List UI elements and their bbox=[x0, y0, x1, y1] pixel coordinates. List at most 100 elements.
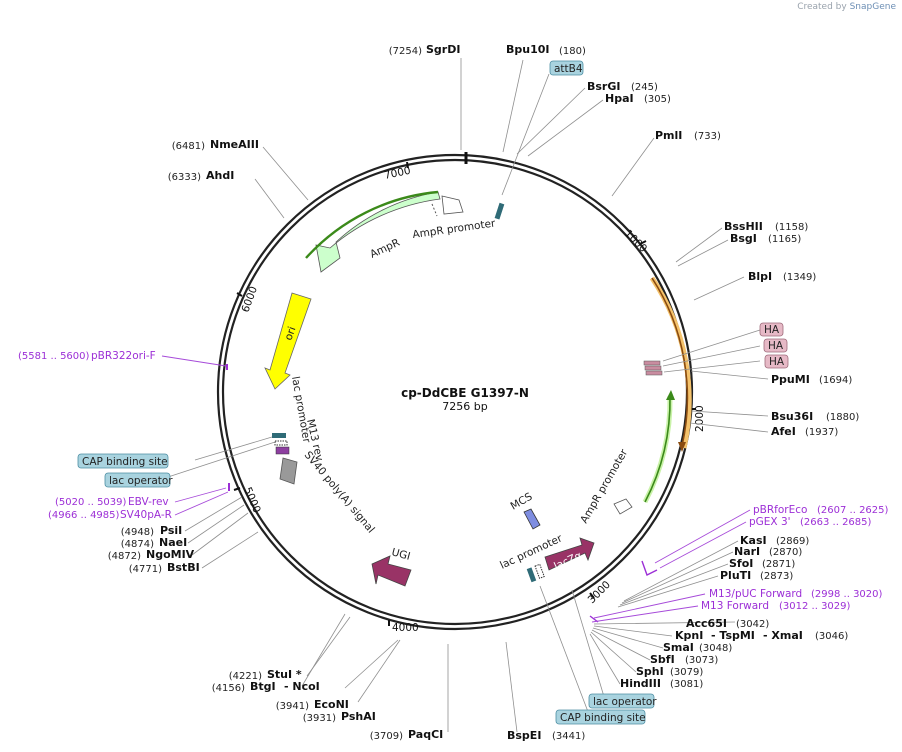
primer-m13-puc-forward: M13/pUC Forward bbox=[709, 588, 802, 600]
enzyme-smai-pos: (3048) bbox=[699, 643, 732, 654]
enzyme-blpi-pos: (1349) bbox=[783, 272, 816, 283]
primer-labels: (5581 .. 5600) pBR322ori-F (5020 .. 5039… bbox=[18, 350, 889, 612]
primer-pbr322ori-pos: (5581 .. 5600) bbox=[18, 351, 90, 362]
enzyme-nari: NarI bbox=[734, 545, 760, 558]
enzyme-acc65i: Acc65I bbox=[686, 617, 727, 630]
enzyme-hindiii-pos: (3081) bbox=[670, 679, 703, 690]
box-lac-operator-bottom: lac operator bbox=[593, 696, 657, 708]
enzyme-hindiii: HindIII bbox=[620, 677, 661, 690]
primer-sv40pa-r-pos: (4966 .. 4985) bbox=[48, 510, 120, 521]
enzyme-afei: AfeI bbox=[771, 425, 796, 438]
enzyme-bstbi-pos: (4771) bbox=[129, 564, 162, 575]
enzyme-ncoi: - NcoI bbox=[284, 680, 320, 693]
enzyme-sbfi: SbfI bbox=[650, 653, 675, 666]
primer-pbrforeco: pBRforEco bbox=[753, 504, 807, 516]
sv40-label: SV40 poly(A) signal bbox=[302, 449, 377, 535]
ha-marker-1 bbox=[643, 360, 661, 366]
primer-pbr322ori: pBR322ori-F bbox=[91, 350, 156, 362]
enzyme-pshai-pos: (3931) bbox=[303, 713, 336, 724]
plasmid-name: cp-DdCBE G1397-N bbox=[401, 386, 529, 400]
enzyme-naei: NaeI bbox=[159, 536, 187, 549]
backbone-outer bbox=[216, 153, 694, 631]
orange-orf-arrowhead bbox=[678, 442, 686, 452]
ampr-arrow bbox=[315, 191, 441, 273]
enzyme-btgi-pos: (4156) bbox=[212, 683, 245, 694]
primer-pgex3: pGEX 3' bbox=[749, 516, 791, 528]
enzyme-sgrdi-pos: (7254) bbox=[389, 46, 422, 57]
ugi-arrow bbox=[371, 555, 412, 587]
tick-7000: 7000 bbox=[383, 165, 412, 182]
enzyme-kasi-pos: (2869) bbox=[776, 536, 809, 547]
enzyme-pluti: PluTI bbox=[720, 569, 751, 582]
enzyme-pshai: PshAI bbox=[341, 710, 376, 723]
lac-promoter-marker-bottom bbox=[534, 563, 545, 579]
green-orf-arrowhead bbox=[666, 390, 675, 400]
ampr-label: AmpR bbox=[368, 237, 402, 261]
enzyme-nari-pos: (2870) bbox=[769, 547, 802, 558]
ampr-promoter-right-label: AmpR promoter bbox=[578, 447, 630, 526]
enzyme-sphi-pos: (3079) bbox=[670, 667, 703, 678]
enzyme-kpni: KpnI bbox=[675, 629, 703, 642]
enzyme-sbfi-pos: (3073) bbox=[685, 655, 718, 666]
enzyme-sgrdi: SgrDI bbox=[426, 43, 460, 56]
ha-marker-2 bbox=[644, 365, 662, 371]
lac-operator-marker-bottom bbox=[526, 567, 537, 583]
ha-marker-3 bbox=[645, 370, 663, 376]
enzyme-bsu36i-pos: (1880) bbox=[826, 412, 859, 423]
lacz-arrow bbox=[544, 537, 595, 571]
snapgene-credit: Created by SnapGene bbox=[797, 2, 896, 12]
plasmid-length: 7256 bp bbox=[442, 400, 487, 413]
boxed-labels: attB4 HA HA HA CAP binding site lac oper… bbox=[77, 60, 789, 725]
lac-promoter-marker-left bbox=[274, 440, 288, 446]
enzyme-ngomiv: NgoMIV bbox=[146, 548, 195, 561]
enzyme-blpi: BlpI bbox=[748, 270, 772, 283]
enzyme-kasi: KasI bbox=[740, 534, 767, 547]
enzyme-econi-pos: (3941) bbox=[276, 701, 309, 712]
enzyme-hpai: HpaI bbox=[605, 92, 634, 105]
ampr-promoter-label: AmpR promoter bbox=[412, 217, 497, 241]
enzyme-tspmi: - TspMI bbox=[711, 629, 755, 642]
tick-2000: 2000 bbox=[694, 405, 706, 432]
enzyme-sfoi: SfoI bbox=[729, 557, 753, 570]
tick-3000: 3000 bbox=[586, 579, 613, 606]
enzyme-bpu10i-pos: (180) bbox=[559, 46, 586, 57]
enzyme-smai: SmaI bbox=[663, 641, 694, 654]
enzyme-labels-right: Bpu10I (180) BsrGI (245) HpaI (305) PmlI… bbox=[506, 43, 859, 742]
primer-m13-puc-forward-pos: (2998 .. 3020) bbox=[811, 589, 883, 600]
ugi-label: UGI bbox=[390, 546, 411, 562]
box-cap-binding-left: CAP binding site bbox=[82, 456, 168, 468]
primer-sv40pa-r: SV40pA-R bbox=[120, 509, 172, 521]
primer-pbrforeco-pos: (2607 .. 2625) bbox=[817, 505, 889, 516]
ampr-promoter-dash bbox=[431, 203, 438, 217]
primer-ebv-rev-pos: (5020 .. 5039) bbox=[55, 497, 127, 508]
enzyme-naei-pos: (4874) bbox=[121, 539, 154, 550]
ampr-promoter-right-arrow bbox=[613, 498, 633, 515]
enzyme-acc65i-pos: (3042) bbox=[736, 619, 769, 630]
enzyme-bsrgi-pos: (245) bbox=[631, 82, 658, 93]
enzyme-psii: PsiI bbox=[160, 524, 182, 537]
enzyme-bsrgi: BsrGI bbox=[587, 80, 620, 93]
orange-orf-line bbox=[651, 277, 689, 447]
enzyme-hpai-pos: (305) bbox=[644, 94, 671, 105]
ampr-orf-line bbox=[305, 190, 439, 259]
primer-m13-forward-pos: (3012 .. 3029) bbox=[779, 601, 851, 612]
enzyme-sfoi-pos: (2871) bbox=[762, 559, 795, 570]
pbr322ori-primer-marker bbox=[226, 364, 228, 370]
green-orf-line bbox=[644, 395, 671, 503]
enzyme-sphi: SphI bbox=[636, 665, 664, 678]
box-ha-1: HA bbox=[764, 324, 780, 336]
enzyme-xmai: - XmaI bbox=[763, 629, 803, 642]
enzyme-nmeaiii: NmeAIII bbox=[210, 138, 259, 151]
enzyme-bspei-pos: (3441) bbox=[552, 731, 585, 742]
box-lac-operator-left: lac operator bbox=[109, 475, 173, 487]
primer-pgex3-pos: (2663 .. 2685) bbox=[800, 517, 872, 528]
enzyme-labels-left: (7254) SgrDI (6481) NmeAIII (6333) AhdI … bbox=[108, 43, 461, 742]
enzyme-bsgi: BsgI bbox=[730, 232, 757, 245]
enzyme-nmeaiii-pos: (6481) bbox=[172, 141, 205, 152]
enzyme-ngomiv-pos: (4872) bbox=[108, 551, 141, 562]
box-ha-2: HA bbox=[768, 340, 784, 352]
ampr-promoter-arrow bbox=[441, 195, 464, 215]
enzyme-btgi: BtgI bbox=[250, 680, 276, 693]
lac-operator-marker-left bbox=[272, 433, 286, 438]
